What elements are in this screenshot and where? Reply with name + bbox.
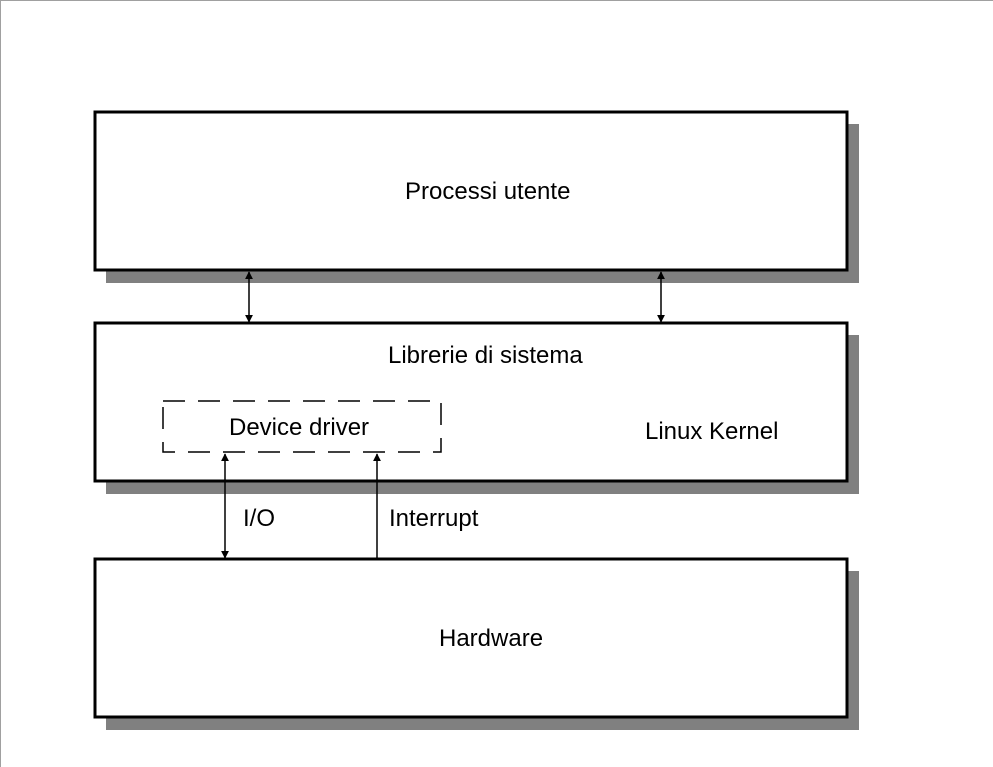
user-processes-box bbox=[93, 110, 849, 272]
linux-kernel-label: Linux Kernel bbox=[645, 418, 779, 445]
system-libraries-label: Librerie di sistema bbox=[388, 342, 583, 369]
interrupt-label: Interrupt bbox=[389, 505, 479, 532]
kernel-box bbox=[93, 321, 849, 483]
device-driver-label: Device driver bbox=[229, 414, 370, 441]
hardware-label: Hardware bbox=[439, 625, 544, 652]
device-driver-box bbox=[162, 400, 442, 453]
user-processes-label: Processi utente bbox=[405, 178, 571, 205]
hardware-box bbox=[93, 557, 849, 719]
io-label: I/O bbox=[243, 505, 276, 532]
